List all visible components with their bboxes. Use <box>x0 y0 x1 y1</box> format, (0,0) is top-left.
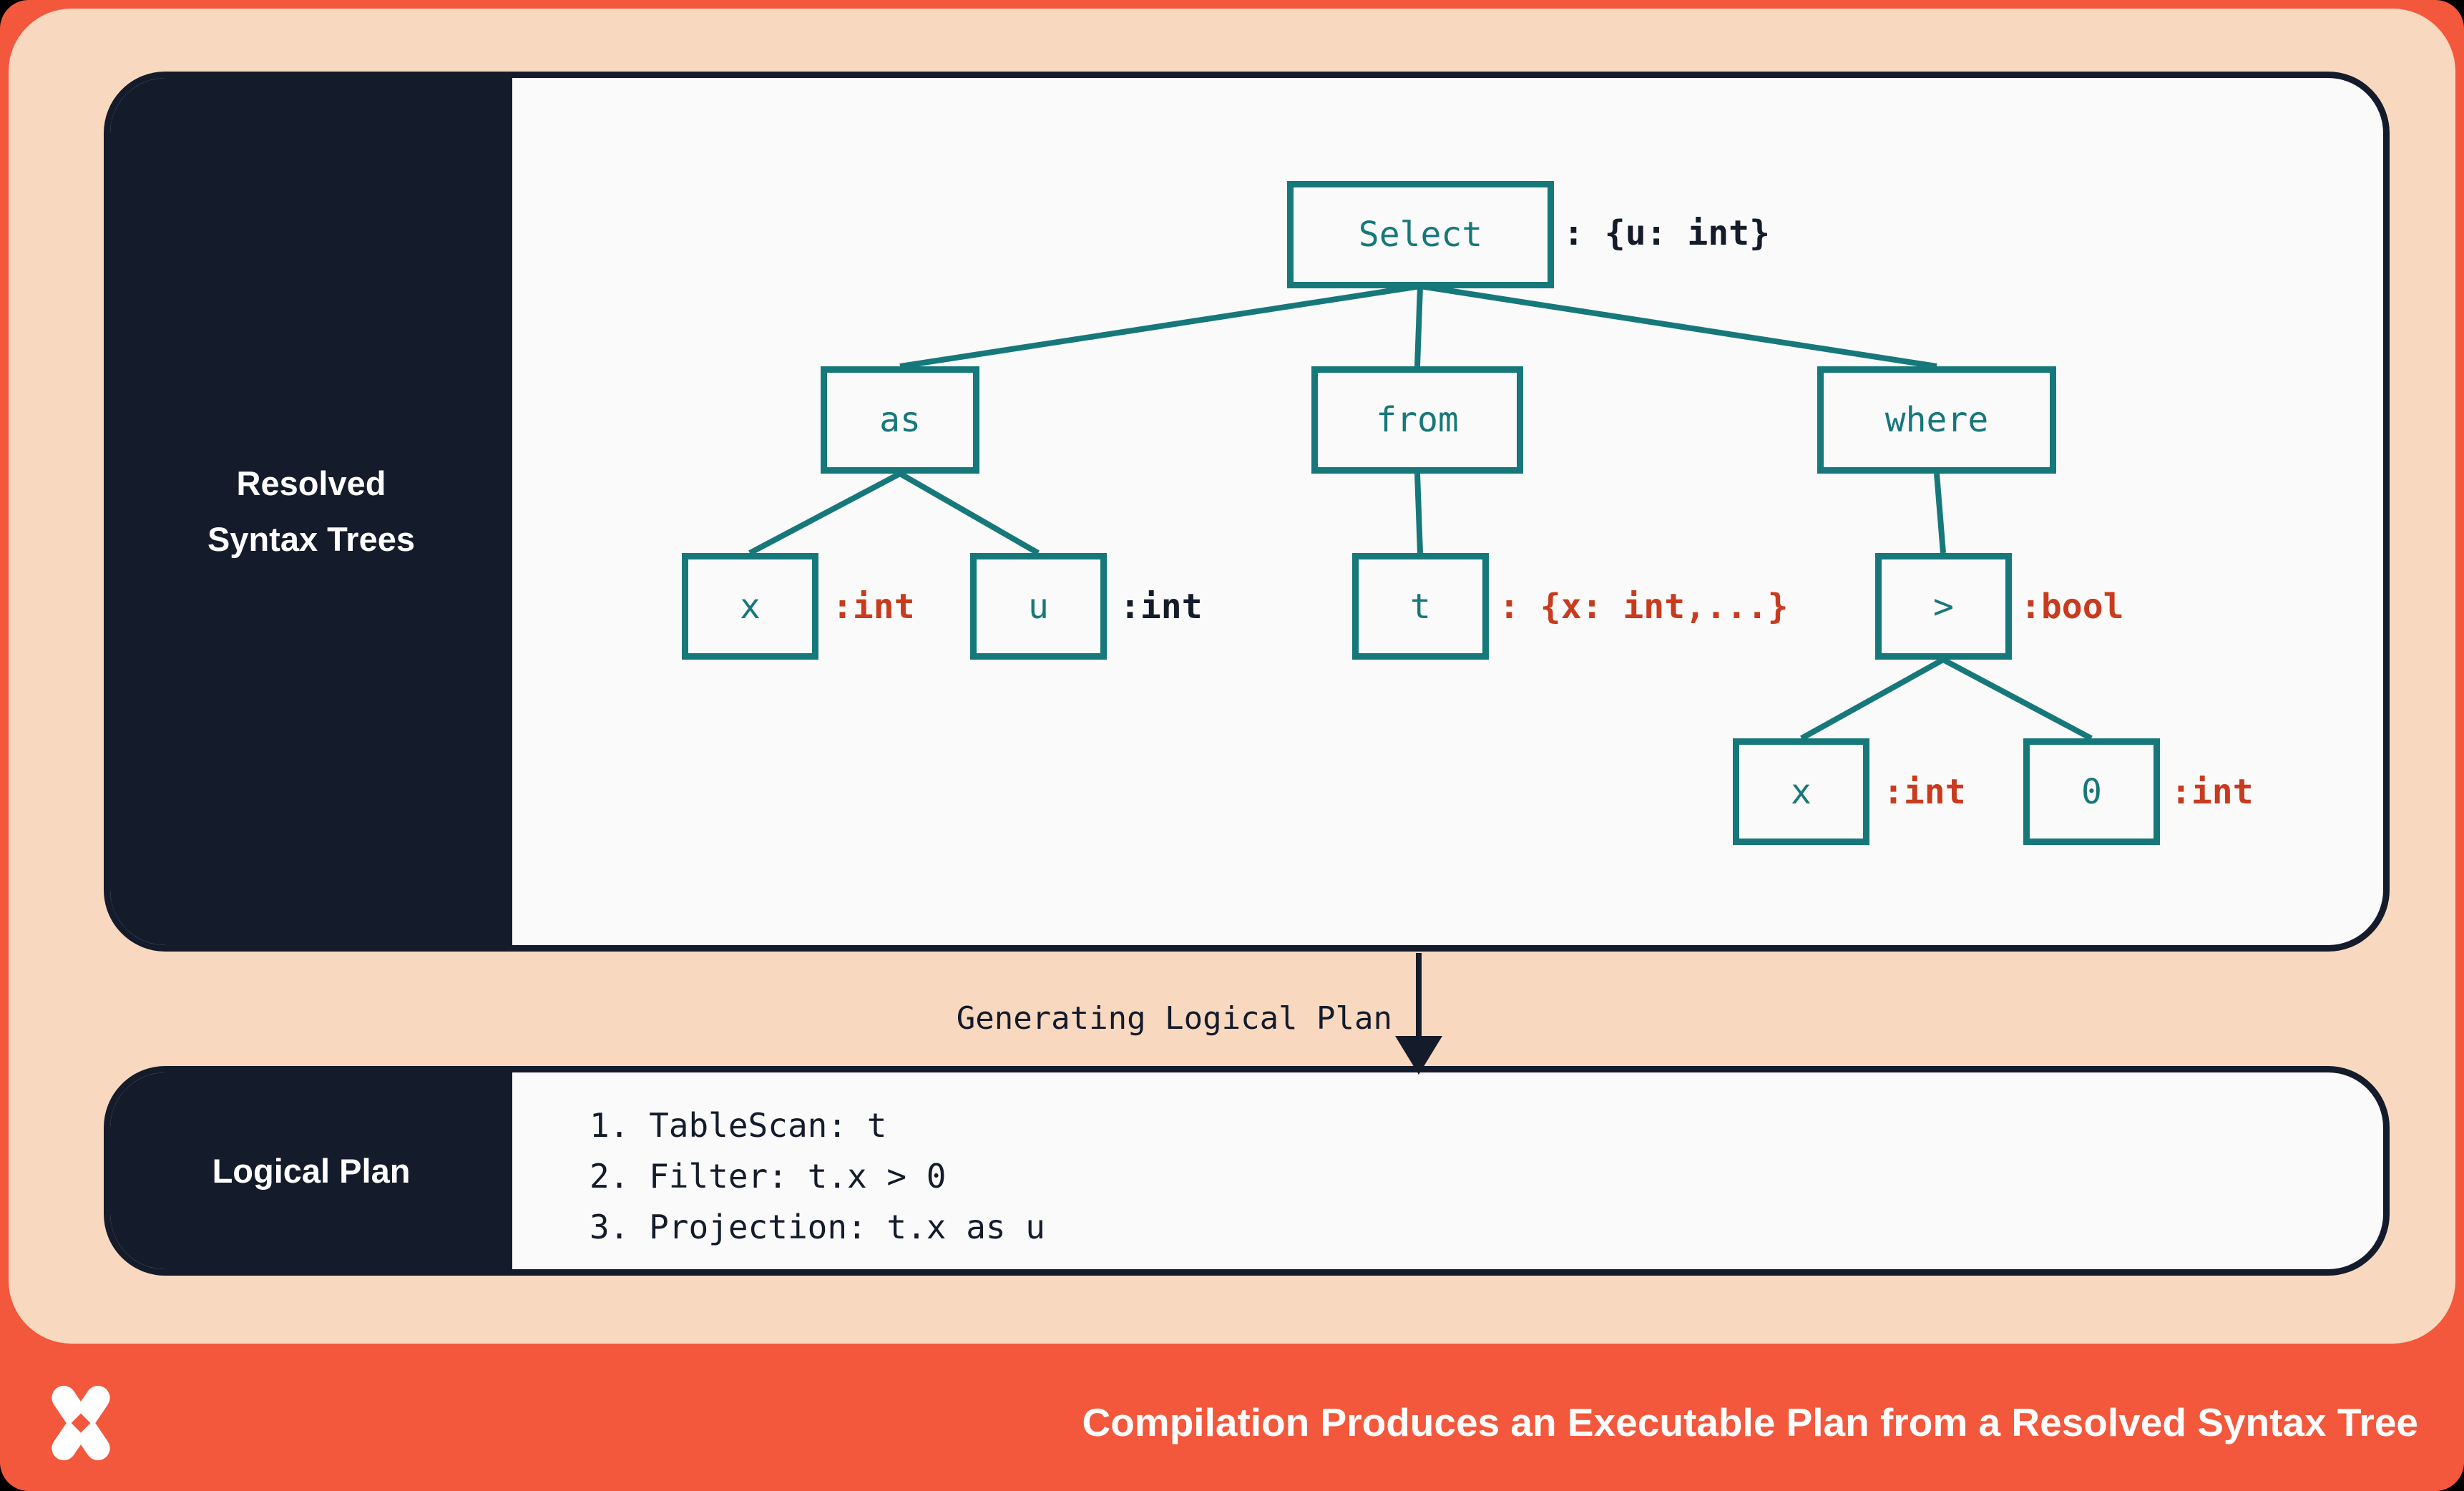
gt-type-annotation: :bool <box>2020 587 2124 627</box>
tree-node-x1: x <box>682 553 818 660</box>
resolved-panel-title-line1: Resolved <box>236 464 386 502</box>
t-type-annotation: : {x: int,...} <box>1499 587 1789 627</box>
tree-node-as: as <box>821 366 979 474</box>
x1-type-annotation: :int <box>832 587 915 627</box>
tree-node-u-label: u <box>1028 586 1049 627</box>
resolved-syntax-trees-panel: Resolved Syntax Trees <box>104 72 2390 952</box>
tree-node-from: from <box>1311 366 1523 474</box>
plan-step-1: 1. TableScan: t <box>590 1106 887 1145</box>
zero-type-annotation: :int <box>2171 772 2254 812</box>
x2-type-annotation: :int <box>1883 772 1966 812</box>
tree-node-zero-label: 0 <box>2081 771 2102 812</box>
u-type-annotation: :int <box>1120 587 1203 627</box>
tree-node-gt: > <box>1875 553 2012 660</box>
resolved-panel-sidebar: Resolved Syntax Trees <box>110 78 512 945</box>
x-pinwheel-logo-icon <box>52 1385 110 1461</box>
tree-node-select: Select <box>1287 181 1554 288</box>
tree-node-where: where <box>1817 366 2056 474</box>
resolved-panel-title-line2: Syntax Trees <box>207 520 415 558</box>
plan-step-3: 3. Projection: t.x as u <box>590 1208 1045 1246</box>
tree-node-t: t <box>1352 553 1489 660</box>
tree-node-u: u <box>970 553 1107 660</box>
tree-node-x1-label: x <box>740 586 761 627</box>
generating-logical-plan-label: Generating Logical Plan <box>956 1000 1392 1037</box>
tree-node-zero: 0 <box>2023 738 2160 845</box>
logical-plan-steps: 1. TableScan: t 2. Filter: t.x > 0 3. Pr… <box>590 1100 1045 1253</box>
tree-node-select-label: Select <box>1358 215 1483 255</box>
tree-node-gt-label: > <box>1933 586 1954 627</box>
tree-node-where-label: where <box>1884 400 1989 440</box>
select-type-annotation: : {u: int} <box>1563 213 1770 253</box>
tree-node-x2: x <box>1733 738 1869 845</box>
tree-node-t-label: t <box>1410 586 1431 627</box>
tree-node-x2-label: x <box>1791 771 1812 812</box>
tree-node-from-label: from <box>1376 400 1459 440</box>
plan-step-2: 2. Filter: t.x > 0 <box>590 1157 947 1196</box>
logical-plan-sidebar: Logical Plan <box>110 1072 512 1269</box>
logical-plan-panel: Logical Plan <box>104 1066 2390 1276</box>
footer-title: Compilation Produces an Executable Plan … <box>1082 1400 2418 1444</box>
tree-node-as-label: as <box>879 400 921 440</box>
logical-plan-title: Logical Plan <box>212 1151 411 1190</box>
